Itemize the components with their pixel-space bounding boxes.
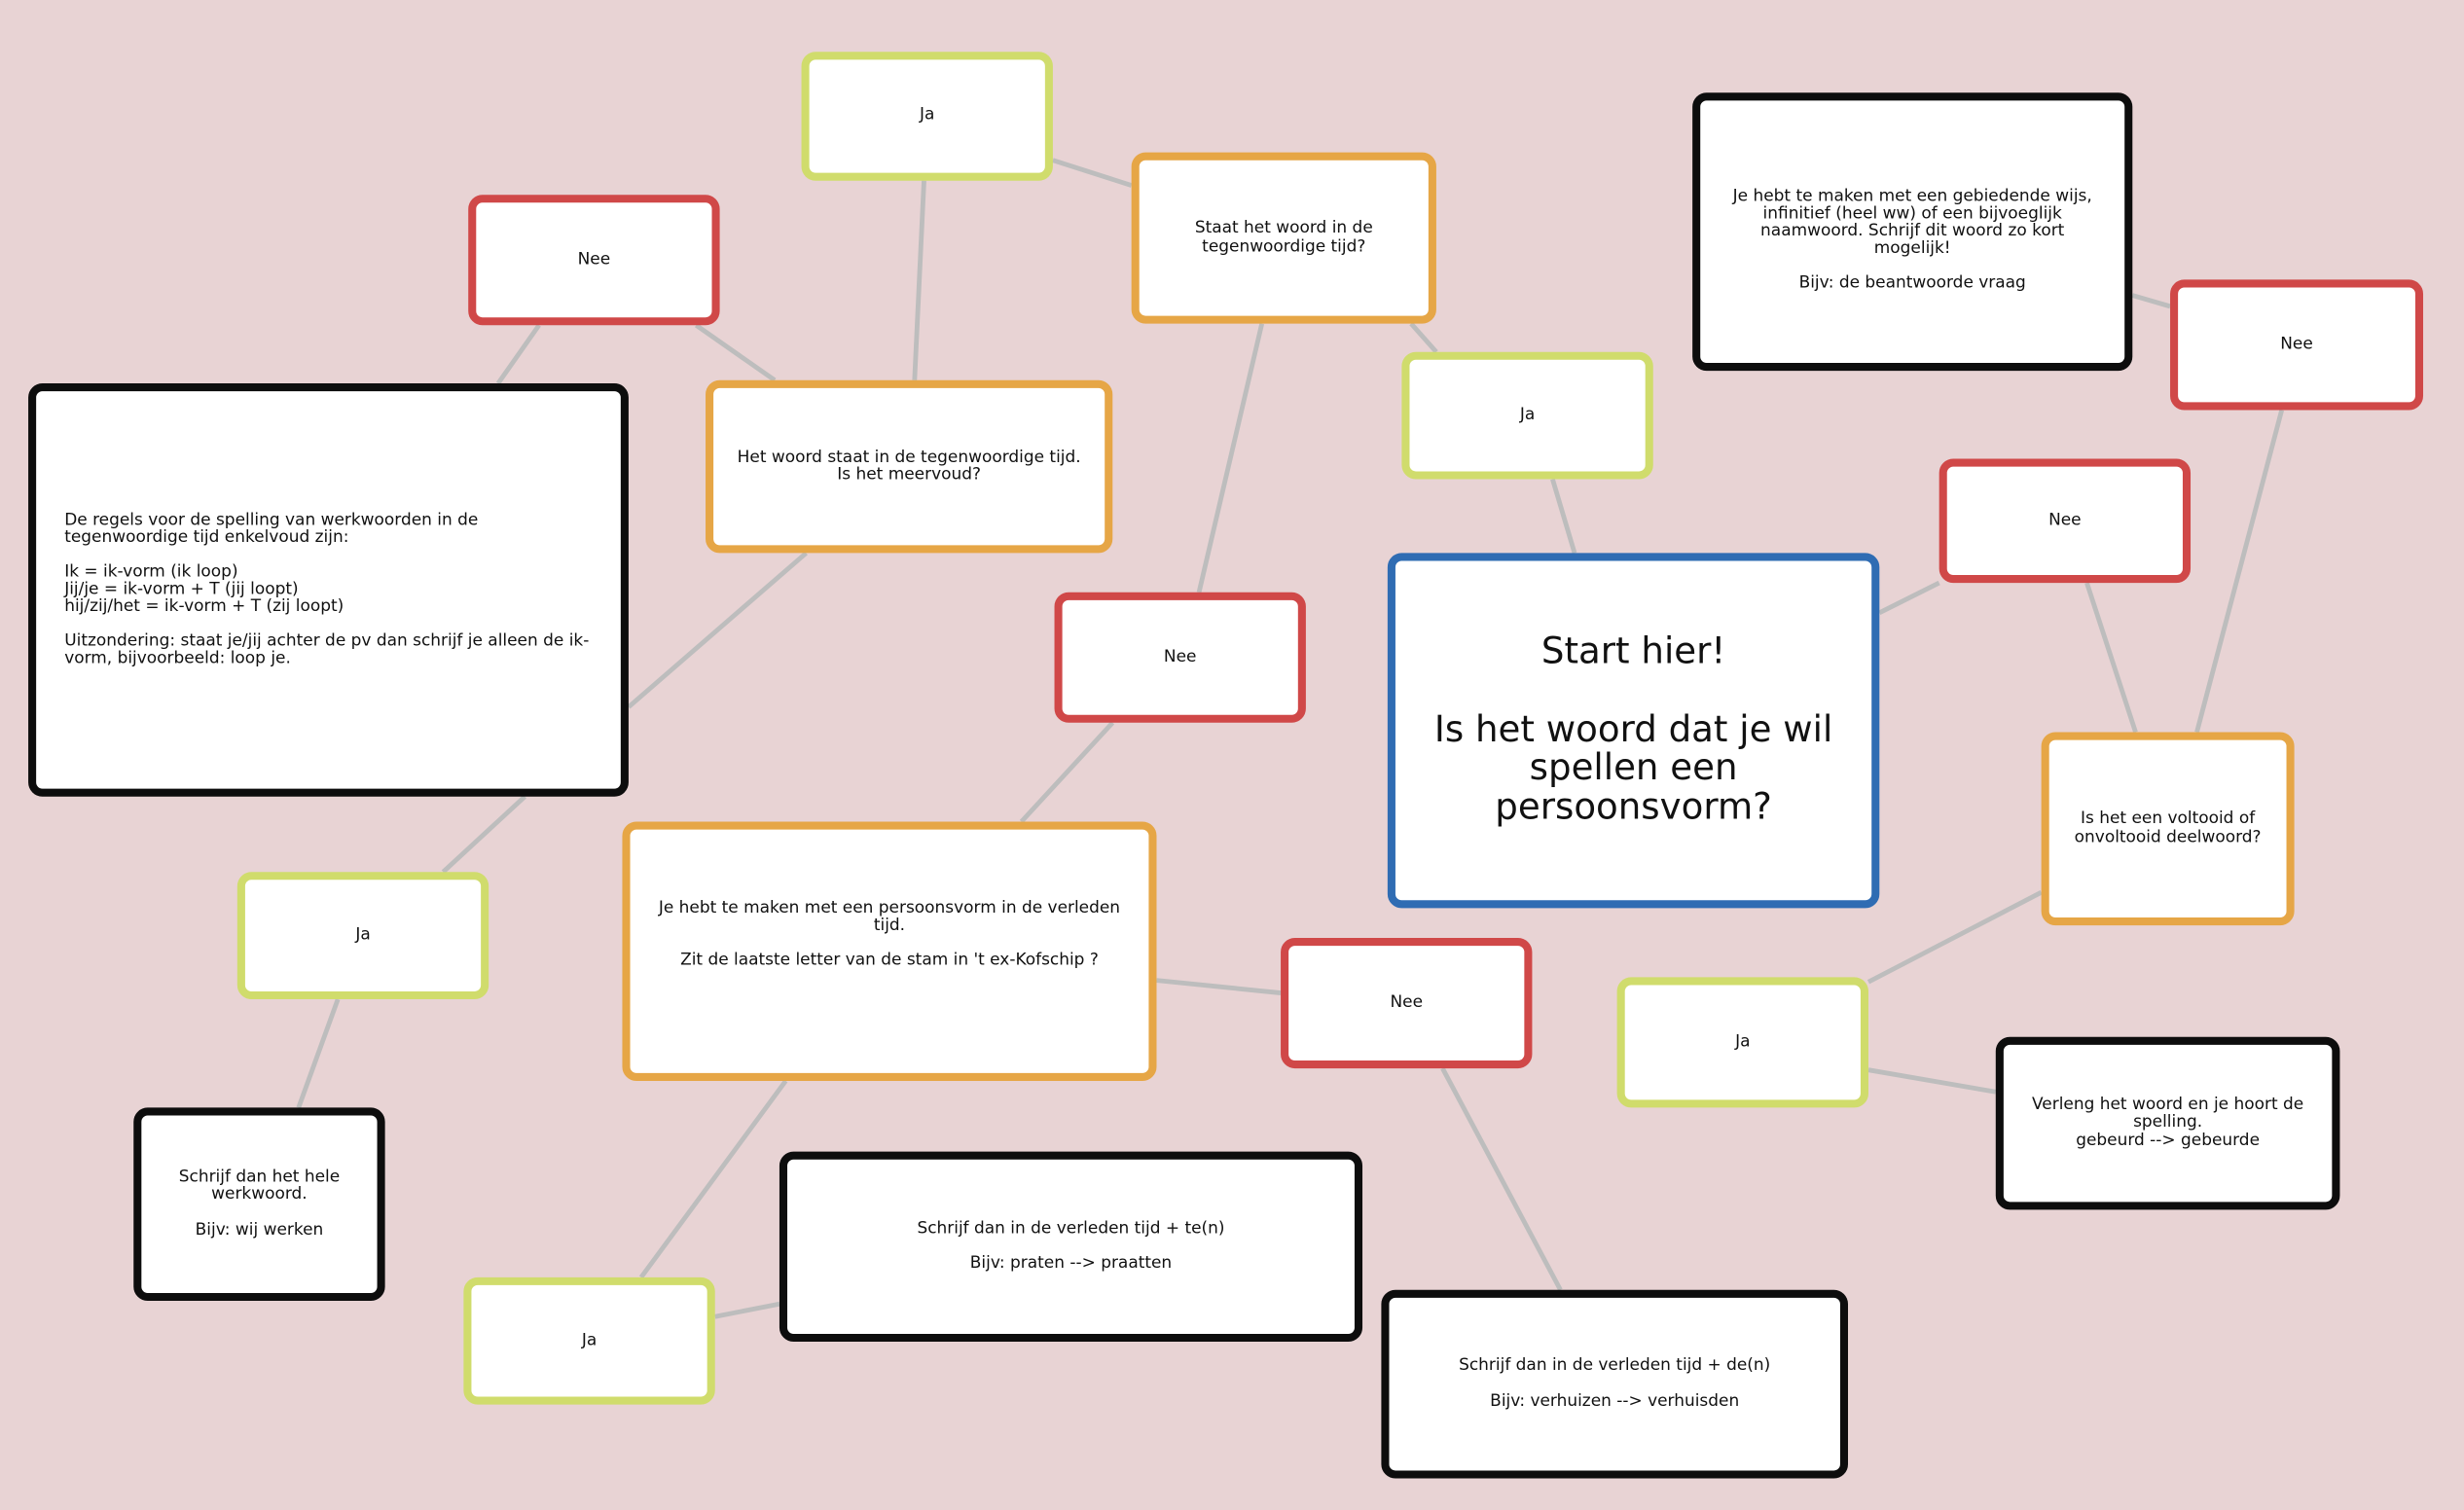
node-rules-tegenwoordige-tijd[interactable]: De regels voor de spelling van werkwoord… [28, 383, 629, 797]
connector [627, 551, 808, 709]
node-nee-middle[interactable]: Nee [1054, 592, 1306, 723]
connector [1550, 478, 1577, 555]
connector [1052, 158, 1133, 188]
connector [638, 1079, 788, 1279]
connector [1440, 1066, 1563, 1291]
connector [1156, 978, 1282, 995]
connector [694, 323, 777, 382]
node-hele-werkwoord[interactable]: Schrijf dan het hele werkwoord. Bijv: wi… [133, 1107, 385, 1302]
node-verleng-woord[interactable]: Verleng het woord en je hoort de spellin… [1995, 1036, 2340, 1210]
node-nee-top-left[interactable]: Nee [468, 195, 720, 326]
node-nee-kofschip[interactable]: Nee [1281, 938, 1533, 1069]
connector [912, 180, 926, 380]
connector [1409, 322, 1438, 354]
node-question-deelwoord[interactable]: Is het een voltooid of onvoltooid deelwo… [2041, 732, 2295, 926]
connector [2194, 409, 2285, 734]
connector [1196, 323, 1265, 593]
node-question-tegenwoordige-tijd[interactable]: Staat het woord in de tegenwoordige tijd… [1131, 152, 1436, 324]
connector [1866, 890, 2043, 985]
connector [1019, 721, 1115, 824]
node-ja-top[interactable]: Ja [801, 52, 1053, 181]
connector [1867, 1067, 1997, 1095]
node-ja-meervoud[interactable]: Ja [236, 872, 489, 1000]
connector [2131, 293, 2171, 309]
connector [2084, 582, 2138, 734]
node-verleden-te-n[interactable]: Schrijf dan in de verleden tijd + te(n) … [779, 1151, 1363, 1343]
connector [296, 998, 341, 1109]
connector [495, 323, 541, 385]
node-start[interactable]: Start hier! Is het woord dat je wil spel… [1387, 553, 1880, 909]
connector [1878, 580, 1940, 615]
connector [714, 1301, 780, 1319]
node-ja-start[interactable]: Ja [1401, 351, 1653, 480]
connector [441, 794, 526, 874]
node-nee-start[interactable]: Nee [1939, 458, 2192, 584]
node-ja-voltooid[interactable]: Ja [1616, 977, 1868, 1108]
node-question-meervoud[interactable]: Het woord staat in de tegenwoordige tijd… [706, 379, 1113, 554]
node-nee-right[interactable]: Nee [2170, 279, 2424, 411]
node-question-verleden-tijd[interactable]: Je hebt te maken met een persoonsvorm in… [622, 821, 1157, 1081]
node-verleden-de-n[interactable]: Schrijf dan in de verleden tijd + de(n) … [1381, 1289, 1849, 1479]
node-ja-kofschip[interactable]: Ja [463, 1276, 715, 1405]
node-gebiedende-wijs[interactable]: Je hebt te maken met een gebiedende wijs… [1692, 92, 2133, 372]
